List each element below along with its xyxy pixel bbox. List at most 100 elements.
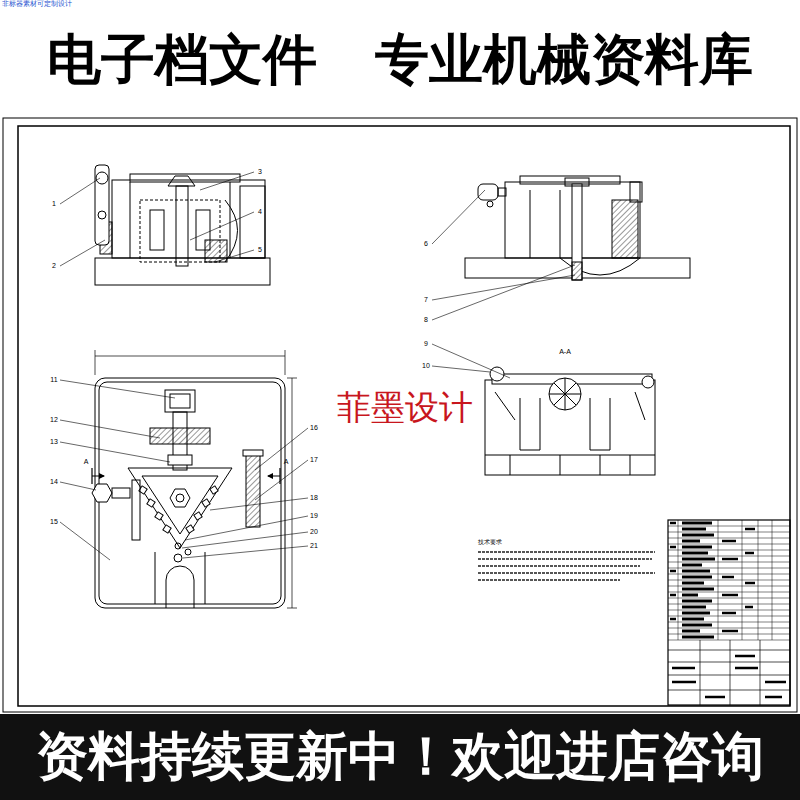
section-label-box: A-A [559,348,571,356]
plan-view [147,499,155,507]
section-marker: A [84,458,89,465]
leader-lines [200,172,254,190]
leader-lines [432,344,510,378]
side-view [560,190,561,258]
leader-lines [183,546,308,558]
title-block [668,520,790,705]
plan-view [285,350,286,375]
plan-view [92,350,297,608]
callout-number: 17 [310,456,318,463]
section-view [630,455,631,475]
plan-view [165,390,195,412]
side-view [572,262,582,280]
plan-view [166,566,194,608]
plan-view [176,494,184,502]
callout-number-box: 10 [422,362,430,370]
plan-view [95,356,285,357]
callout-number: 9 [424,340,428,347]
plan-view [142,476,218,534]
side-view [565,178,589,186]
banner-text: 电子档文件 专业机械资料库 [47,30,754,89]
callout-number-box: 7 [424,296,428,304]
requirement-lines [478,552,655,580]
callout-number-box: 17 [310,456,318,464]
callout-number-box: 4 [258,208,262,216]
title-band: 电子档文件 专业机械资料库 [0,10,800,110]
plan-view [194,512,202,520]
callout-number-box: 5 [258,246,262,254]
leader-lines [60,420,160,438]
plan-view [95,350,96,375]
plan-view [170,489,190,507]
callout-number-box: 8 [424,316,428,324]
callout-number: 15 [50,518,58,525]
plan-view [292,378,293,608]
plan-view [128,468,232,548]
leader-lines [60,178,100,204]
side-view [630,182,642,202]
side-view [487,201,493,207]
callout-number-box: 16 [310,424,318,432]
callout-number-box: 18 [310,494,318,502]
sheet-frame [3,118,797,712]
plan-view [92,476,104,477]
front-view [130,174,240,182]
leader-lines [432,366,490,372]
callout-number: 6 [424,240,428,247]
callout-number: 10 [422,362,430,369]
callout-number: 14 [50,478,58,485]
sheet-frame [18,126,790,706]
footer-band: 资料持续更新中！欢迎进店咨询 [0,714,800,800]
plan-view [186,525,194,533]
callout-number-box: 12 [50,416,58,424]
plan-view [95,378,285,608]
callout-number-box: 1 [52,200,56,208]
section-view [549,378,581,410]
plan-view [175,543,181,549]
plan-view [185,549,191,555]
plan-view [268,476,280,477]
callout-number: 20 [310,528,318,535]
section-view [549,378,581,410]
title-block [672,656,786,697]
leader-lines [190,212,254,240]
callout-number-box: 11 [50,376,57,384]
section-view [495,392,515,420]
callout-number-box: 2 [52,262,56,270]
callout-number: 5 [258,246,262,253]
front-view [130,182,131,258]
corner-note-box: 非标器素材可定制设计 [2,1,72,9]
front-view [150,210,164,250]
leader-lines [60,442,170,462]
callout-number: 8 [424,316,428,323]
section-label: A-A [559,348,571,355]
callout-number: 13 [50,438,58,445]
plan-view [210,486,218,494]
plan-view [155,552,156,604]
plan-view [205,552,206,604]
leader-lines [60,380,175,398]
section-marker-box: A [84,458,89,466]
corner-note: 非标器素材可定制设计 [2,0,72,8]
leader-lines [432,275,575,300]
callout-number: 11 [50,376,57,383]
title-block [678,520,772,640]
section-view [560,455,561,475]
section-view [510,455,511,475]
leader-lines [182,532,308,548]
plan-view [92,484,112,502]
callout-number: 2 [52,262,56,269]
section-view [490,367,504,381]
plan-view [287,608,297,609]
leader-lines [185,516,308,540]
watermark-box: 菲墨设计 [337,389,473,426]
section-view [485,367,655,475]
side-view [530,190,531,258]
side-view [498,188,506,196]
requirement-lines [478,552,655,580]
section-view [635,392,645,420]
callout-number-box: 6 [424,240,428,248]
front-view [95,165,109,245]
callout-number: 1 [52,200,56,207]
